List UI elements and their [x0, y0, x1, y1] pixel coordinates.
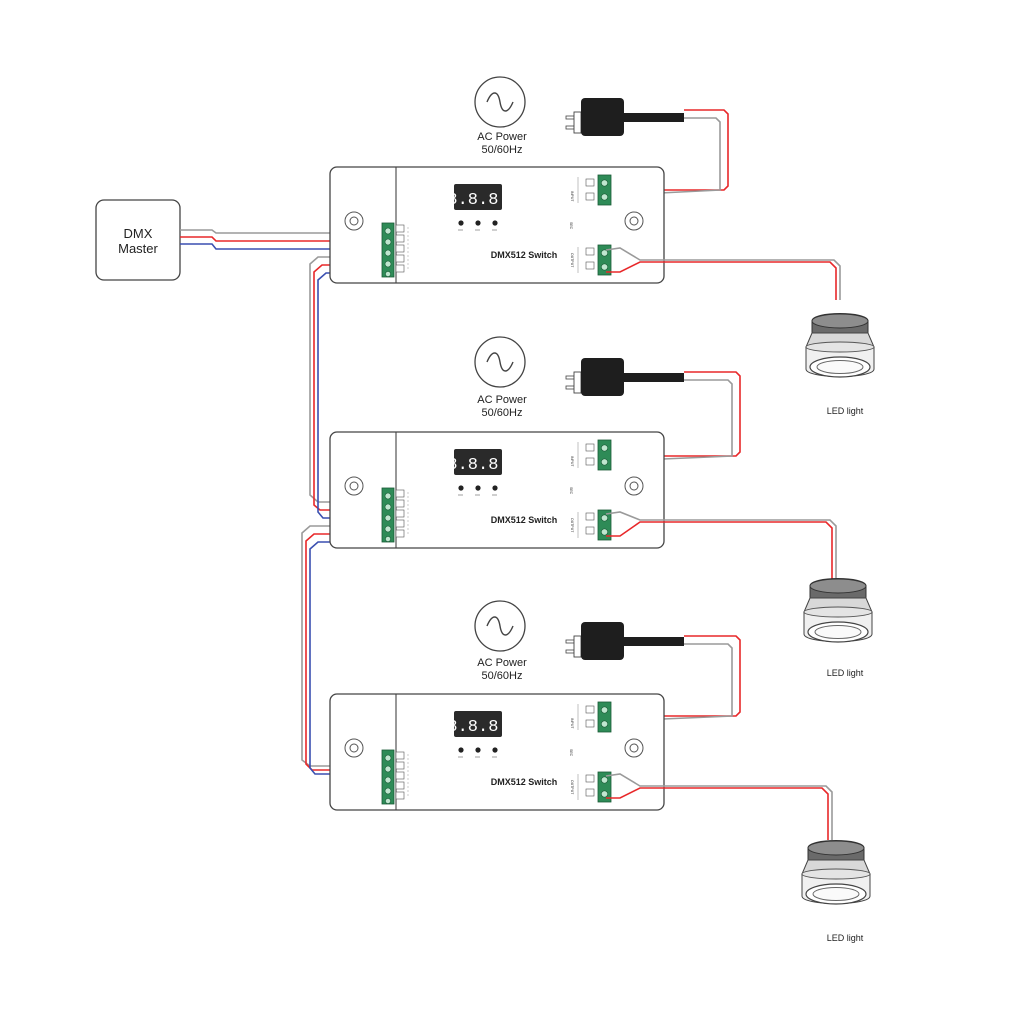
output-1-red — [606, 261, 837, 300]
power-label-2-line2: 50/60Hz — [482, 407, 523, 419]
device-1-sec-label: SEC — [569, 222, 573, 230]
device-1-output-label: OUTPUT — [570, 253, 574, 268]
device-1-name: DMX512 Switch — [491, 250, 558, 260]
output-1-gray — [605, 247, 841, 300]
dmx-master-box — [95, 199, 181, 281]
dmx-master-label-line1: DMX — [124, 226, 153, 241]
device-3-name: DMX512 Switch — [491, 777, 558, 787]
output-3-gray — [605, 773, 833, 840]
device-3-display: 8.8.8. — [447, 718, 508, 737]
led-light-2 — [803, 577, 873, 643]
output-wires-1 — [605, 247, 841, 300]
led-light-3 — [801, 839, 871, 905]
device-2-name: DMX512 Switch — [491, 515, 558, 525]
led-light-label-2: LED light — [827, 668, 864, 678]
dmx-master-label-line2: Master — [118, 241, 158, 256]
power-label-3-line1: AC Power — [477, 657, 527, 669]
device-1-display: 8.8.8. — [447, 191, 508, 210]
chain1-wire-gray — [309, 256, 384, 503]
device-3-output-label: OUTPUT — [570, 780, 574, 795]
chain2-wire-blue — [309, 541, 384, 775]
output-2-red — [606, 521, 833, 580]
output-wires-2 — [605, 511, 837, 580]
output-3-red — [606, 787, 829, 840]
device-2-sec-label: SEC — [569, 487, 573, 495]
device-1-input-label: INPUT — [570, 191, 574, 202]
led-light-label-3: LED light — [827, 933, 864, 943]
power-label-2-line1: AC Power — [477, 394, 527, 406]
device-2-input-label: INPUT — [570, 456, 574, 467]
dmx-master: DMX Master — [95, 199, 181, 281]
device-2-output-label: OUTPUT — [570, 518, 574, 533]
dmx-bus-chain-2 — [301, 525, 384, 775]
dmx-wire-red-a — [180, 236, 384, 242]
dmx-wire-gray-a — [180, 229, 384, 234]
dmx512-switch-3: 8.8.8. DMX512 Switch INPUT SEC OUTPUT — [329, 693, 665, 811]
power-source-1 — [474, 76, 685, 137]
power-source-3 — [474, 600, 685, 661]
led-light-label-1: LED light — [827, 406, 864, 416]
led-light-1 — [805, 312, 875, 378]
dmx512-switch-1: 8.8.8. DMX512 Switch INPUT SEC OUTPUT — [329, 166, 665, 284]
device-3-sec-label: SEC — [569, 749, 573, 757]
chain2-wire-red — [305, 533, 384, 771]
output-2-gray — [605, 511, 837, 580]
dmx512-switch-2: 8.8.8. DMX512 Switch INPUT SEC OUTPUT — [329, 431, 665, 549]
chain2-wire-gray — [301, 525, 384, 767]
power-label-1-line2: 50/60Hz — [482, 144, 523, 156]
output-wires-3 — [605, 773, 833, 840]
dmx-bus-master — [180, 229, 384, 250]
device-2-display: 8.8.8. — [447, 456, 508, 475]
power-source-2 — [474, 336, 685, 397]
dmx-wire-blue-a — [180, 243, 384, 250]
power-label-1-line1: AC Power — [477, 131, 527, 143]
power-label-3-line2: 50/60Hz — [482, 670, 523, 682]
device-3-input-label: INPUT — [570, 718, 574, 729]
